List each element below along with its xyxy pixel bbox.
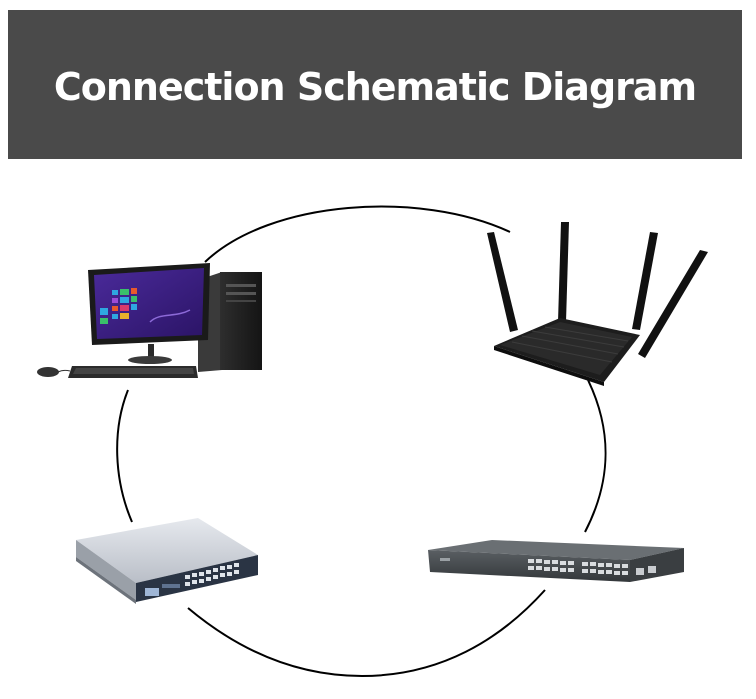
page-title: Connection Schematic Diagram <box>53 64 697 109</box>
desktop-computer-icon <box>37 263 262 378</box>
ring-arc-top <box>204 205 511 263</box>
managed-switch-icon <box>428 540 684 582</box>
ring-arc-left <box>116 389 133 523</box>
header-banner: Connection Schematic Diagram <box>8 10 742 159</box>
connection-ring <box>116 205 607 678</box>
network-switch-icon <box>76 518 258 604</box>
ring-arc-right <box>584 379 607 533</box>
ring-arc-bottom <box>187 589 546 678</box>
wireless-router-icon <box>487 222 708 386</box>
